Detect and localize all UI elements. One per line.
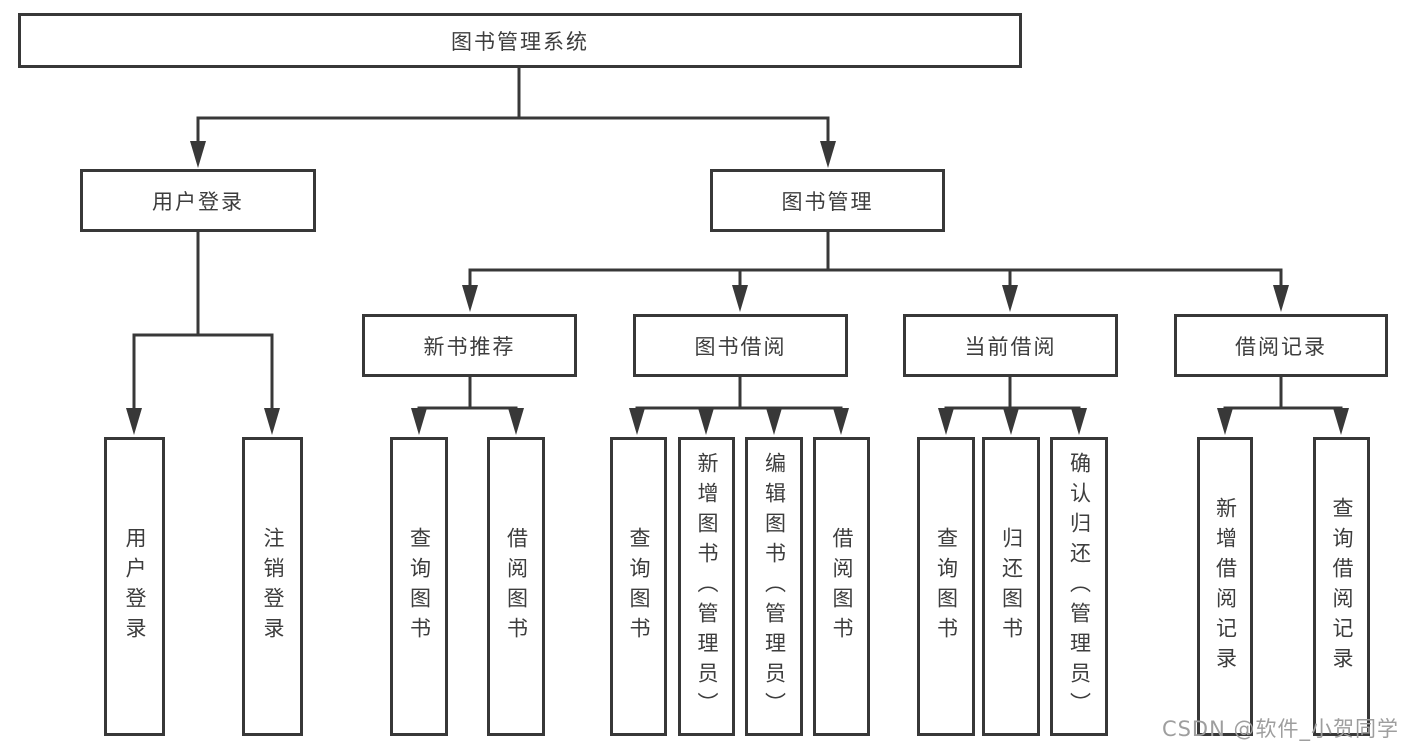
- leaf-query-books-borrow: 查询图书: [610, 437, 667, 736]
- node-current-borrow: 当前借阅: [903, 314, 1118, 377]
- node-new-book-recommend: 新书推荐: [362, 314, 577, 377]
- node-user-login: 用户登录: [80, 169, 316, 232]
- leaf-add-borrow-record-label: 新增借阅记录: [1213, 496, 1238, 677]
- node-root: 图书管理系统: [18, 13, 1022, 68]
- node-current-borrow-label: 当前借阅: [964, 334, 1057, 359]
- leaf-add-book-admin: 新增图书（管理员）: [678, 437, 735, 736]
- connector-book-borrow: [635, 375, 843, 424]
- node-borrow-records-label: 借阅记录: [1235, 334, 1327, 359]
- leaf-confirm-return-admin: 确认归还（管理员）: [1050, 437, 1108, 736]
- leaf-return-book: 归还图书: [982, 437, 1040, 736]
- leaf-query-books-current-label: 查询图书: [934, 526, 959, 647]
- csdn-watermark: CSDN @软件_小贺同学: [1161, 717, 1399, 741]
- node-borrow-records: 借阅记录: [1174, 314, 1388, 377]
- connector-borrow-records: [1223, 375, 1343, 424]
- node-book-management: 图书管理: [710, 169, 945, 232]
- node-book-borrow-label: 图书借阅: [694, 334, 787, 359]
- leaf-query-borrow-record: 查询借阅记录: [1313, 437, 1370, 736]
- connector-new-book-recommend: [417, 375, 518, 424]
- leaf-query-books-recommend: 查询图书: [390, 437, 448, 736]
- leaf-query-books-current: 查询图书: [917, 437, 975, 736]
- leaf-borrow-books: 借阅图书: [813, 437, 870, 736]
- leaf-confirm-return-admin-label: 确认归还（管理员）: [1067, 451, 1092, 722]
- leaf-query-borrow-record-label: 查询借阅记录: [1330, 496, 1354, 677]
- leaf-add-borrow-record: 新增借阅记录: [1197, 437, 1253, 736]
- leaf-logout: 注销登录: [242, 437, 303, 736]
- leaf-query-books-recommend-label: 查询图书: [407, 526, 432, 647]
- leaf-edit-book-admin-label: 编辑图书（管理员）: [762, 451, 787, 722]
- connector-current-borrow: [944, 375, 1081, 424]
- leaf-user-login: 用户登录: [104, 437, 165, 736]
- leaf-borrow-books-recommend: 借阅图书: [487, 437, 545, 736]
- node-new-book-recommend-label: 新书推荐: [423, 334, 516, 359]
- node-book-management-label: 图书管理: [781, 189, 874, 214]
- connector-user-login-to-leaves: [132, 230, 274, 422]
- leaf-return-book-label: 归还图书: [999, 526, 1024, 647]
- leaf-edit-book-admin: 编辑图书（管理员）: [745, 437, 803, 736]
- node-user-login-label: 用户登录: [152, 189, 244, 214]
- leaf-borrow-books-recommend-label: 借阅图书: [504, 526, 529, 647]
- leaf-borrow-books-label: 借阅图书: [830, 526, 854, 647]
- leaf-user-login-label: 用户登录: [123, 526, 147, 647]
- connector-book-management-to-level3: [468, 230, 1283, 300]
- leaf-logout-label: 注销登录: [261, 526, 285, 647]
- node-root-label: 图书管理系统: [451, 29, 589, 54]
- leaf-add-book-admin-label: 新增图书（管理员）: [695, 451, 719, 722]
- node-book-borrow: 图书借阅: [633, 314, 848, 377]
- leaf-query-books-borrow-label: 查询图书: [627, 526, 651, 647]
- connector-root-to-level2: [196, 66, 830, 154]
